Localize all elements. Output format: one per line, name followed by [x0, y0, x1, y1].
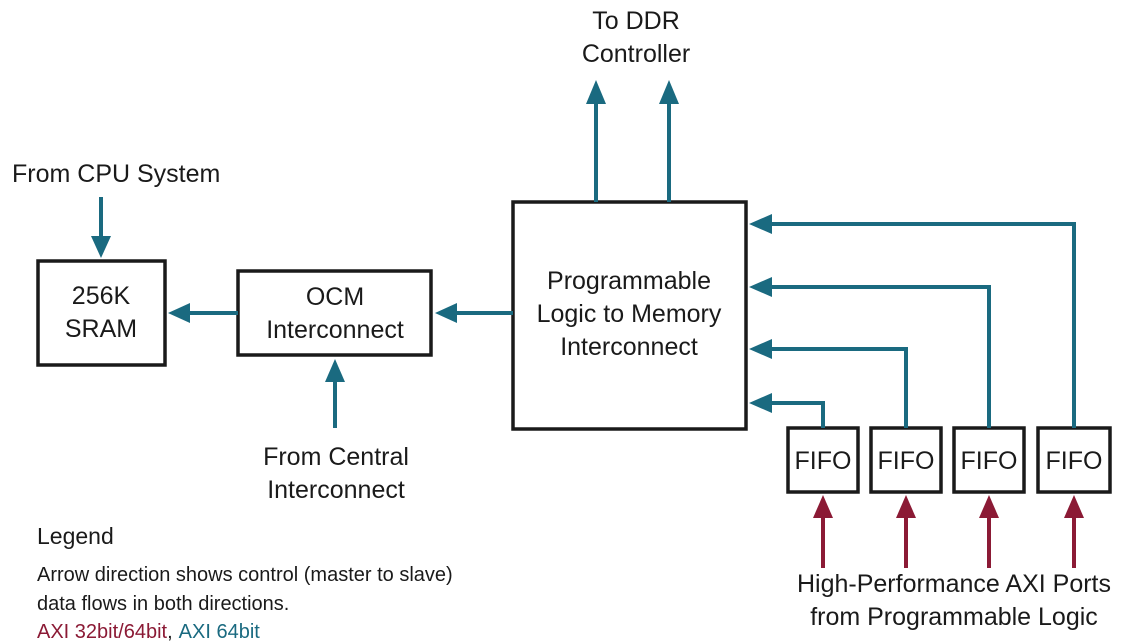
ocm-label-line2: Interconnect [266, 316, 404, 344]
fifo-label-2: FIFO [878, 447, 935, 475]
arrow-to-ddr-1-head [586, 80, 606, 104]
arrow-hp-to-fifo2-head [896, 495, 916, 518]
hp-ports-label-line2: from Programmable Logic [810, 603, 1098, 631]
legend-separator: , [167, 621, 173, 643]
arrow-fifo2-to-pl-head [749, 339, 772, 359]
arrow-to-ddr-2-head [659, 80, 679, 104]
arrow-fifo3-to-pl-head [749, 277, 772, 297]
legend-line1: Arrow direction shows control (master to… [37, 564, 453, 586]
to-ddr-label-line2: Controller [582, 40, 690, 68]
ocm-label-line1: OCM [306, 283, 364, 311]
legend-axi32-64: AXI 32bit/64bit [37, 621, 168, 643]
pl-label-line1: Programmable [547, 267, 711, 295]
fifo-label-3: FIFO [961, 447, 1018, 475]
arrow-pl-to-ocm-head [435, 303, 457, 323]
legend-line2: data flows in both directions. [37, 593, 289, 615]
arrow-central-to-ocm-head [325, 359, 345, 382]
fifo-box-4 [1036, 426, 1112, 494]
to-ddr-label-line1: To DDR [592, 7, 680, 35]
from-central-label-line1: From Central [263, 443, 409, 471]
arrow-hp-to-fifo4-head [1064, 495, 1084, 518]
arrow-fifo1-to-pl-line [770, 401, 825, 428]
arrow-fifo2-to-pl-line [770, 347, 908, 428]
arrow-cpu-to-sram-head [91, 236, 111, 258]
sram-label-line2: SRAM [65, 315, 137, 343]
from-cpu-label: From CPU System [12, 160, 220, 188]
pl-label-line3: Interconnect [560, 333, 698, 361]
from-central-label-line2: Interconnect [267, 476, 405, 504]
hp-ports-label-line1: High-Performance AXI Ports [797, 570, 1111, 598]
fifo-box-2 [869, 426, 943, 494]
arrow-hp-to-fifo3-head [979, 495, 999, 518]
arrow-ocm-to-sram-head [168, 303, 190, 323]
legend-title: Legend [37, 523, 114, 549]
arrow-fifo4-to-pl-head [749, 214, 772, 234]
arrow-fifo4-to-pl-line [770, 222, 1076, 428]
arrow-hp-to-fifo1-head [813, 495, 833, 518]
sram-box [36, 259, 167, 367]
pl-label-line2: Logic to Memory [537, 300, 722, 328]
sram-label-line1: 256K [72, 282, 131, 310]
legend-axi64: AXI 64bit [179, 621, 261, 643]
arrow-fifo1-to-pl-head [749, 393, 772, 413]
fifo-label-4: FIFO [1046, 447, 1103, 475]
pl-memory-interconnect-box [511, 200, 748, 431]
arrow-fifo3-to-pl-line [770, 285, 991, 428]
fifo-label-1: FIFO [795, 447, 852, 475]
legend-line3: AXI 32bit/64bit, AXI 64bit [37, 621, 260, 643]
